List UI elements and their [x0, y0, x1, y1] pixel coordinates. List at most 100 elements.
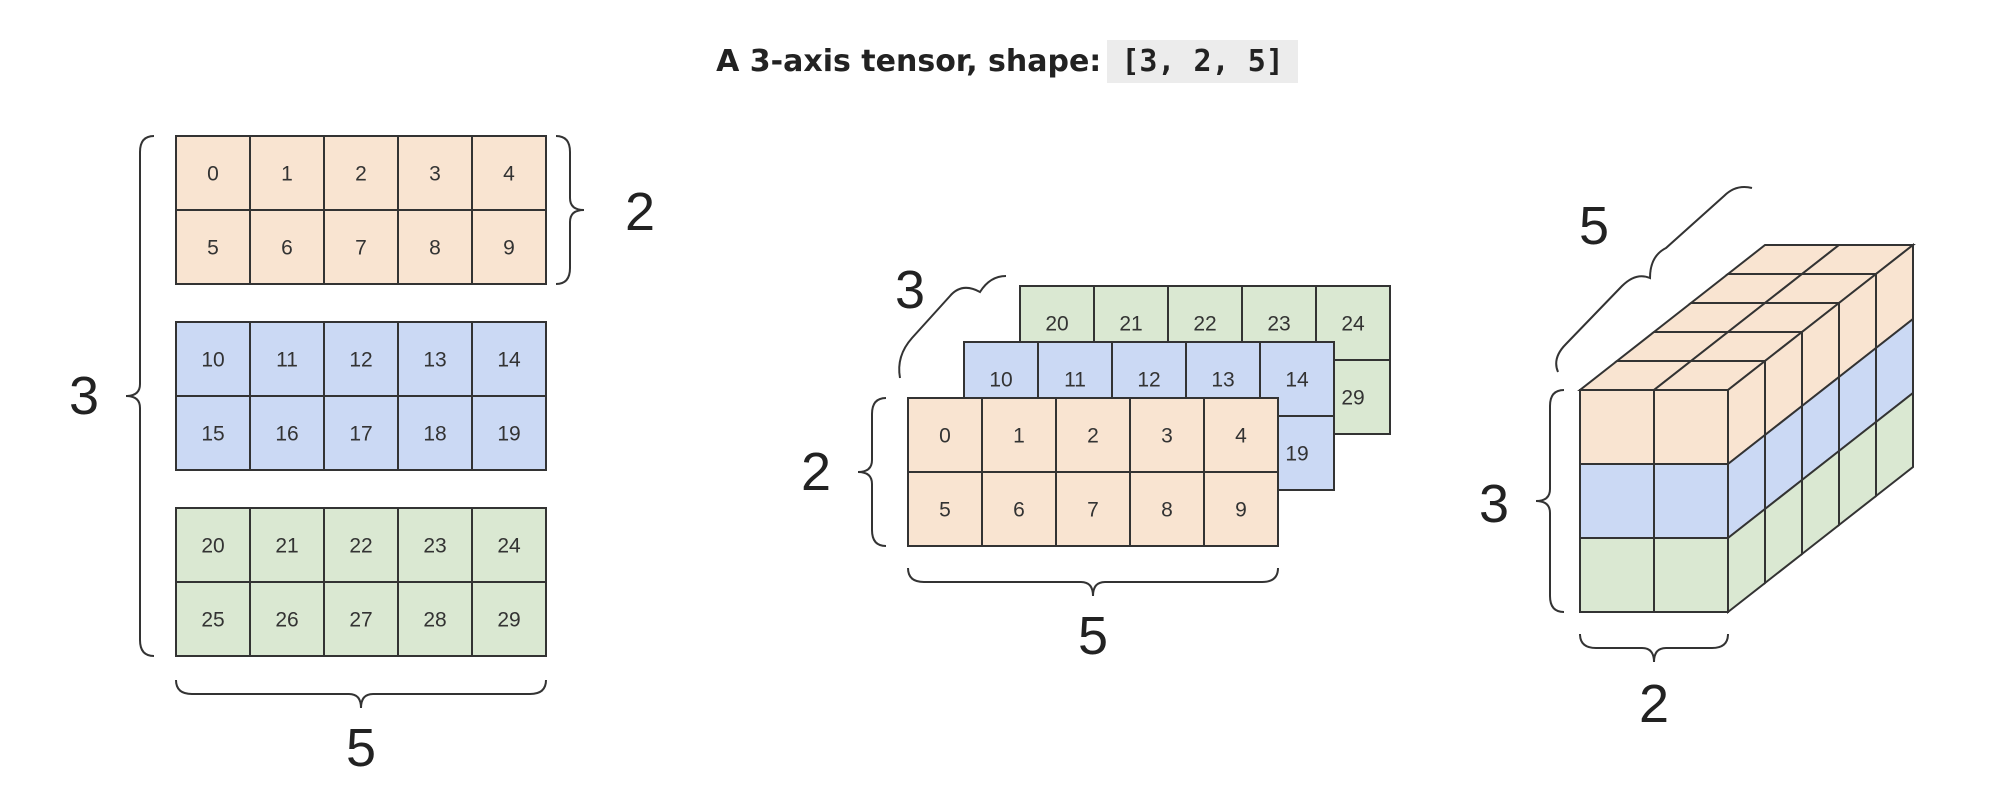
- cell-value: 29: [497, 609, 520, 632]
- layers-label: 3: [69, 366, 99, 426]
- tensor-cell: [175, 581, 251, 657]
- tensor-cell: [471, 581, 547, 657]
- tensor-cell: [471, 507, 547, 583]
- overlapping-layers-view: 2021222324252627282910111213141516171819…: [801, 260, 1391, 666]
- cols-brace: [175, 679, 547, 709]
- cell-value: 6: [1013, 499, 1025, 522]
- tensor-cell: [1203, 397, 1279, 473]
- cell-value: 8: [1161, 499, 1173, 522]
- cube-side-cell: [1875, 390, 1914, 499]
- tensor-cell: [249, 507, 325, 583]
- cell-value: 22: [349, 535, 372, 558]
- cell-value: 28: [423, 609, 446, 632]
- cell-value: 22: [1193, 313, 1216, 336]
- cell-value: 24: [1341, 313, 1365, 336]
- cube-front-cell: [1579, 537, 1655, 613]
- tensor-cell: [397, 507, 473, 583]
- height-brace: [1535, 389, 1565, 613]
- cell-value: 8: [429, 237, 441, 260]
- cell-value: 12: [349, 349, 372, 372]
- cell-value: 6: [281, 237, 293, 260]
- tensor-cell: [471, 209, 547, 285]
- cell-value: 23: [423, 535, 446, 558]
- cube-front-cell: [1653, 389, 1729, 465]
- tensor-cell: [397, 395, 473, 471]
- cell-value: 7: [355, 237, 367, 260]
- cell-value: 25: [201, 609, 224, 632]
- cell-value: 27: [349, 609, 372, 632]
- cell-value: 13: [423, 349, 446, 372]
- cell-value: 1: [281, 163, 293, 186]
- height-label: 3: [1479, 474, 1509, 534]
- cell-value: 19: [497, 423, 520, 446]
- cube-front-cell: [1579, 389, 1655, 465]
- cell-value: 0: [207, 163, 219, 186]
- cell-value: 15: [201, 423, 224, 446]
- cell-value: 0: [939, 425, 951, 448]
- tensor-cell: [323, 581, 399, 657]
- cell-value: 5: [207, 237, 219, 260]
- title-text: A 3-axis tensor, shape:: [716, 44, 1102, 79]
- cell-value: 10: [201, 349, 224, 372]
- tensor-cell: [1203, 471, 1279, 547]
- cube-front-cell: [1579, 463, 1655, 539]
- cell-value: 10: [989, 369, 1012, 392]
- layers-brace: [898, 275, 1007, 379]
- cell-value: 20: [201, 535, 224, 558]
- cell-value: 20: [1045, 313, 1068, 336]
- cell-value: 9: [503, 237, 515, 260]
- tensor-cell: [249, 209, 325, 285]
- rows-label: 2: [801, 442, 831, 502]
- cell-value: 12: [1137, 369, 1160, 392]
- cell-value: 5: [939, 499, 951, 522]
- cell-value: 24: [497, 535, 521, 558]
- tensor-cell: [323, 321, 399, 397]
- tensor-cell: [471, 321, 547, 397]
- cube-3d-view: 325: [1479, 186, 1916, 734]
- cell-value: 16: [275, 423, 298, 446]
- cell-value: 4: [503, 163, 515, 186]
- tensor-cell: [1129, 471, 1205, 547]
- cell-value: 7: [1087, 499, 1099, 522]
- cell-value: 2: [355, 163, 367, 186]
- tensor-cell: [397, 209, 473, 285]
- cell-value: 21: [275, 535, 298, 558]
- cell-value: 4: [1235, 425, 1247, 448]
- cell-value: 14: [497, 349, 521, 372]
- tensor-cell: [175, 395, 251, 471]
- cell-value: 2: [1087, 425, 1099, 448]
- cell-value: 18: [423, 423, 446, 446]
- width-label: 2: [1639, 674, 1669, 734]
- cell-value: 29: [1341, 387, 1364, 410]
- page-title: A 3-axis tensor, shape:[3, 2, 5]: [0, 40, 2014, 83]
- cell-value: 13: [1211, 369, 1234, 392]
- cell-value: 11: [276, 349, 298, 372]
- tensor-cell: [175, 209, 251, 285]
- tensor-cell: [175, 507, 251, 583]
- rows-label: 2: [625, 182, 655, 242]
- cell-value: 1: [1013, 425, 1025, 448]
- tensor-cell: [323, 395, 399, 471]
- cell-value: 21: [1119, 313, 1142, 336]
- tensor-cell: [1315, 285, 1391, 361]
- cols-label: 5: [346, 718, 376, 778]
- cell-value: 11: [1064, 369, 1086, 392]
- shape-code: [3, 2, 5]: [1107, 40, 1298, 83]
- tensor-cell: [249, 395, 325, 471]
- tensor-cell: [471, 395, 547, 471]
- cell-value: 3: [1161, 425, 1173, 448]
- tensor-cell: [907, 397, 983, 473]
- tensor-cell: [907, 471, 983, 547]
- cell-value: 23: [1267, 313, 1290, 336]
- rows-brace: [857, 397, 887, 547]
- cube-front-cell: [1653, 537, 1729, 613]
- cols-brace: [907, 567, 1279, 597]
- rows-brace: [555, 135, 585, 285]
- layers-label: 3: [895, 260, 925, 320]
- cell-value: 26: [275, 609, 298, 632]
- width-brace: [1579, 633, 1729, 663]
- cols-label: 5: [1078, 606, 1108, 666]
- depth-brace: [1555, 186, 1753, 373]
